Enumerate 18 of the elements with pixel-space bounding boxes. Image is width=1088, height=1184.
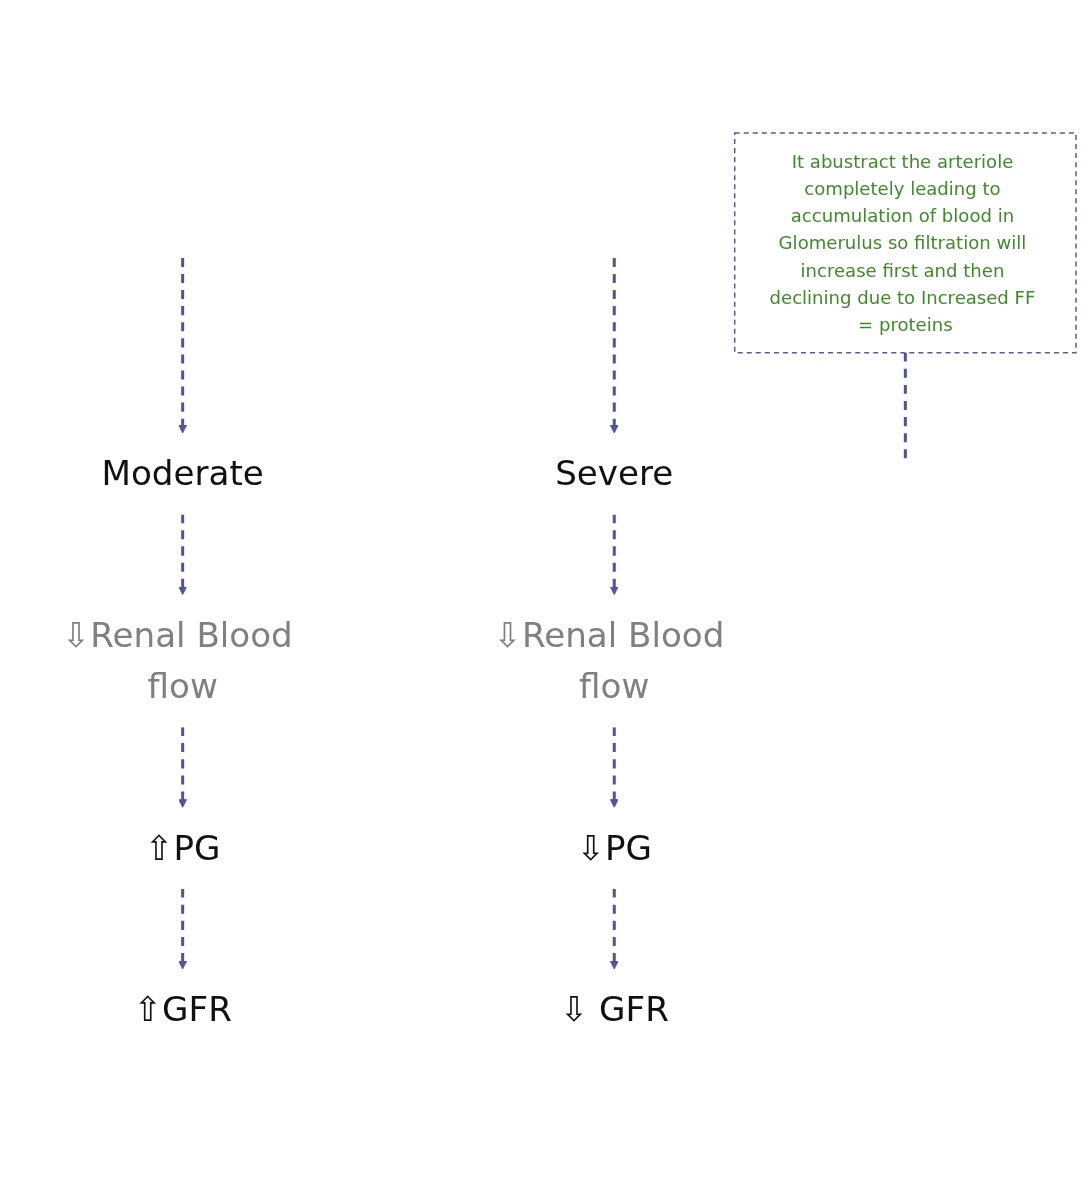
node-text: Moderate xyxy=(101,453,264,494)
arrow xyxy=(178,258,188,434)
node-text: ⇧GFR xyxy=(133,989,232,1030)
arrow xyxy=(178,727,188,809)
arrow xyxy=(609,514,619,596)
node-text: ⇩PG xyxy=(576,827,653,869)
node-text: ⇩Renal Blood flow xyxy=(61,615,293,707)
arrow xyxy=(178,514,188,596)
node-text: ⇧PG xyxy=(144,827,221,869)
arrow xyxy=(609,889,619,970)
arrow xyxy=(609,727,619,809)
node-text: Severe xyxy=(555,453,674,494)
node-box: It abustract the arteriole completely leading to accumulation of blood in Glomerulus so filtration will increase first and then declining due to Increased FF = proteins xyxy=(733,132,1077,354)
connector xyxy=(903,353,907,459)
arrow xyxy=(609,258,619,434)
node-text: ⇩ GFR xyxy=(559,989,669,1030)
arrow xyxy=(178,889,188,970)
node-text: ⇩Renal Blood flow xyxy=(493,615,725,707)
